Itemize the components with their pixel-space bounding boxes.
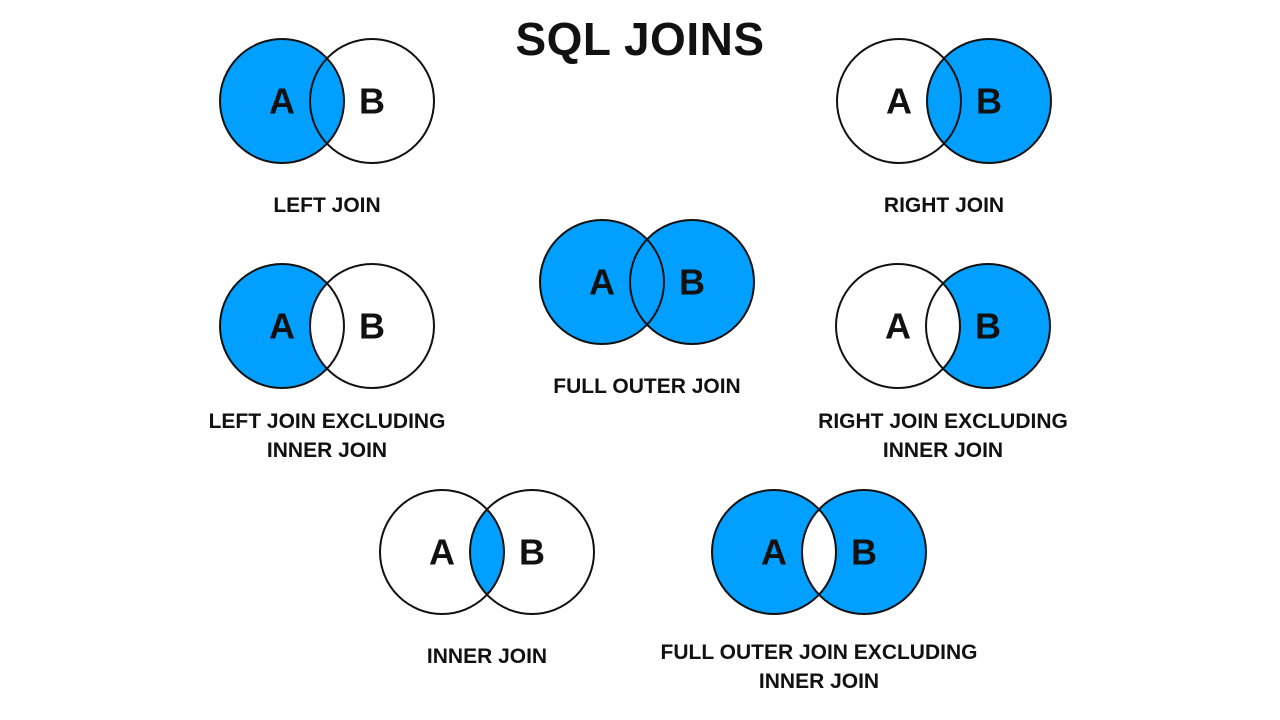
intersection-region: [926, 283, 960, 369]
circle-b-fill: [802, 490, 926, 614]
circle-a-fill: [220, 264, 344, 388]
venn-left-join-svg: A B: [219, 38, 435, 164]
circle-a-fill: [540, 220, 664, 344]
intersection-region: [470, 509, 504, 595]
set-b-label: B: [359, 81, 385, 122]
set-b-label: B: [519, 532, 545, 573]
venn-caption-left-join-excluding: LEFT JOIN EXCLUDING INNER JOIN: [208, 410, 446, 462]
circle-a-fill: [836, 264, 960, 388]
circle-a-fill: [220, 39, 344, 163]
circle-b-fill: [927, 39, 1051, 163]
circle-b-outline: [309, 263, 435, 389]
venn-full-outer-join: A B FULL OUTER JOIN: [522, 212, 772, 401]
intersection-region: [310, 283, 344, 369]
circle-a-outline: [219, 263, 345, 389]
circle-b-fill: [470, 490, 594, 614]
circle-a-fill: [712, 490, 836, 614]
circle-b-outline: [801, 489, 927, 615]
set-a-label: A: [269, 81, 295, 122]
circle-b-fill: [926, 264, 1050, 388]
circle-a-outline: [711, 489, 837, 615]
set-a-label: A: [429, 532, 455, 573]
venn-left-join: A B LEFT JOIN: [202, 31, 452, 220]
venn-caption-full-outer-excluding: FULL OUTER JOIN EXCLUDING INNER JOIN: [660, 641, 978, 693]
venn-right-join: A B RIGHT JOIN: [819, 31, 1069, 220]
venn-caption-right-join-excluding: RIGHT JOIN EXCLUDING INNER JOIN: [818, 410, 1068, 462]
circle-a-fill: [837, 39, 961, 163]
page-title: SQL JOINS: [515, 13, 765, 65]
circle-b-outline: [629, 219, 755, 345]
intersection-region: [927, 58, 961, 144]
circle-b-fill: [630, 220, 754, 344]
circle-b-outline: [926, 38, 1052, 164]
venn-inner-join-svg: A B: [379, 489, 595, 615]
set-b-label: B: [851, 532, 877, 573]
circle-a-outline: [219, 38, 345, 164]
circle-b-fill: [310, 264, 434, 388]
venn-full-outer-excluding-svg: A B: [711, 489, 927, 615]
circle-b-outline: [925, 263, 1051, 389]
circle-a-fill: [380, 490, 504, 614]
venn-full-outer-join-excluding-inner-join: A B FULL OUTER JOIN EXCLUDING INNER JOIN: [661, 482, 977, 696]
circle-a-outline: [836, 38, 962, 164]
circle-b-outline: [469, 489, 595, 615]
circle-a-outline: [379, 489, 505, 615]
set-a-label: A: [589, 262, 615, 303]
set-b-label: B: [359, 306, 385, 347]
venn-right-join-svg: A B: [836, 38, 1052, 164]
set-b-label: B: [679, 262, 705, 303]
venn-right-join-excluding-svg: A B: [835, 263, 1051, 389]
set-a-label: A: [269, 306, 295, 347]
venn-inner-join: A B INNER JOIN: [362, 482, 612, 671]
venn-caption-full-outer-join: FULL OUTER JOIN: [553, 375, 741, 398]
circle-a-outline: [539, 219, 665, 345]
circle-b-fill: [310, 39, 434, 163]
venn-caption-inner-join: INNER JOIN: [426, 645, 548, 668]
set-a-label: A: [885, 306, 911, 347]
venn-full-outer-join-svg: A B: [539, 219, 755, 345]
venn-caption-left-join: LEFT JOIN: [273, 194, 381, 217]
circle-a-outline: [835, 263, 961, 389]
set-a-label: A: [886, 81, 912, 122]
venn-left-join-excluding-inner-join: A B LEFT JOIN EXCLUDING INNER JOIN: [202, 256, 452, 465]
venn-left-join-excluding-svg: A B: [219, 263, 435, 389]
intersection-region: [310, 58, 344, 144]
set-b-label: B: [976, 81, 1002, 122]
set-b-label: B: [975, 306, 1001, 347]
intersection-region: [630, 239, 664, 325]
venn-right-join-excluding-inner-join: A B RIGHT JOIN EXCLUDING INNER JOIN: [818, 256, 1068, 465]
intersection-region: [802, 509, 836, 595]
set-a-label: A: [761, 532, 787, 573]
venn-caption-right-join: RIGHT JOIN: [883, 194, 1005, 217]
circle-b-outline: [309, 38, 435, 164]
